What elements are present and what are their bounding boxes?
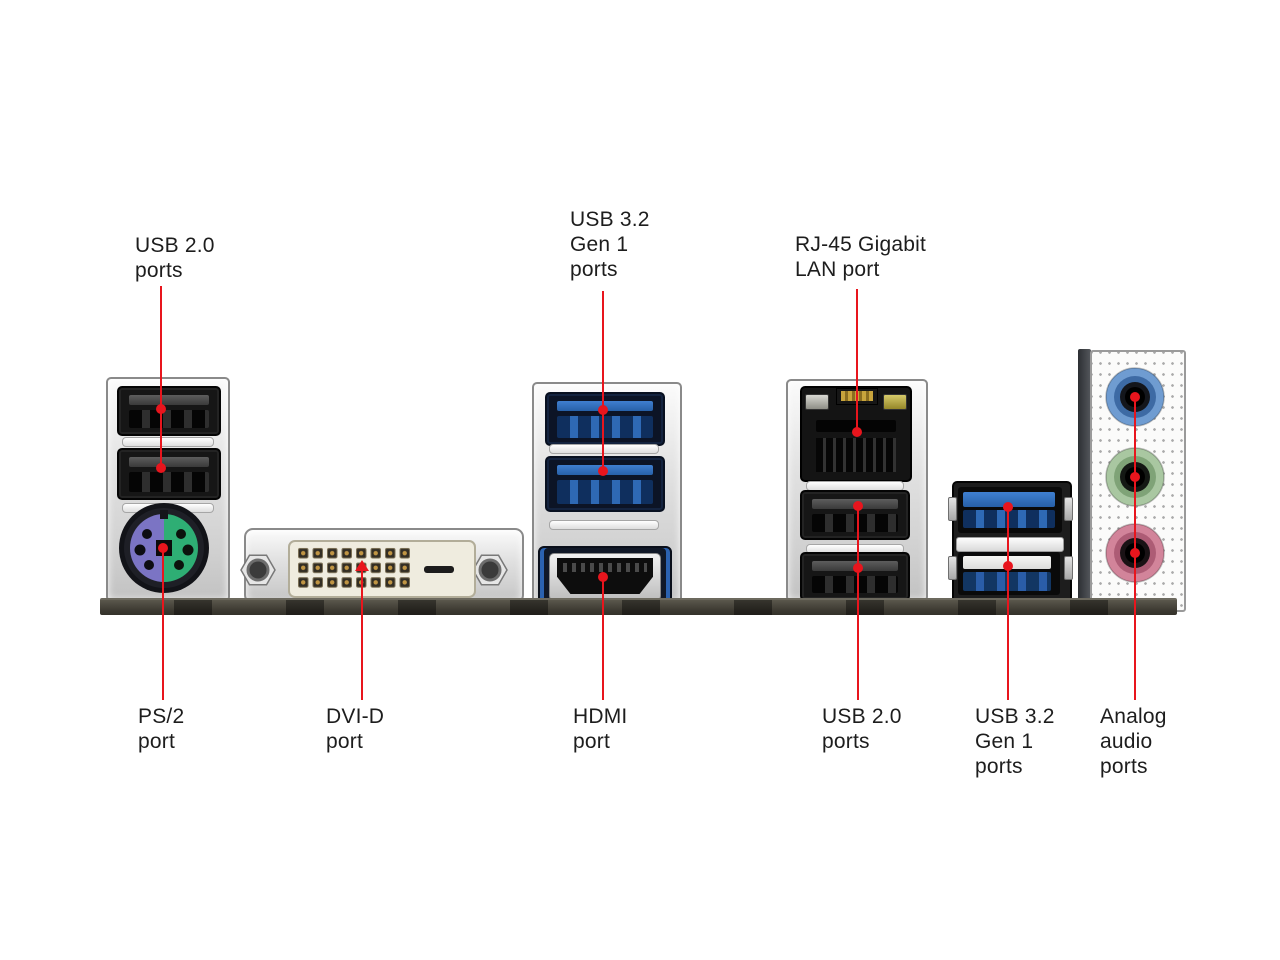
label-usb20-top: USB 2.0 ports [135, 234, 215, 282]
lan-led-right [883, 394, 907, 410]
usb-wells [812, 514, 898, 532]
bracket-groove [549, 520, 659, 530]
leader-usb20-bottom [857, 506, 859, 700]
shell-clip [948, 497, 957, 521]
leader-dot [1130, 472, 1140, 482]
bracket-groove [122, 437, 214, 447]
usb-wells [557, 416, 653, 438]
label-usb32-top: USB 3.2 Gen 1 ports [570, 208, 650, 281]
usb3-port [545, 456, 665, 512]
label-usb32-bottom: USB 3.2 Gen 1 ports [975, 705, 1055, 778]
usb-wells [129, 472, 209, 492]
usb-wells [129, 410, 209, 428]
dvi-flat-pin-slot [424, 566, 454, 573]
leader-dot [1130, 548, 1140, 558]
label-ps2: PS/2 port [138, 705, 185, 753]
leader-ps2 [162, 548, 164, 700]
usb-wells [812, 576, 898, 593]
label-dvid: DVI-D port [326, 705, 385, 753]
ps2-mouse-half [164, 514, 198, 582]
leader-arrow [355, 560, 369, 571]
leader-rj45 [856, 289, 858, 433]
usb3-port [545, 392, 665, 446]
usb-tongue [129, 457, 209, 467]
usb-tongue [129, 395, 209, 405]
pcb-edge [100, 598, 1177, 615]
bracket-groove [549, 444, 659, 454]
leader-dot [598, 405, 608, 415]
rj45-teeth [816, 438, 896, 472]
leader-dot [853, 501, 863, 511]
usb-wells [557, 480, 653, 504]
leader-dot [156, 463, 166, 473]
leader-dot [158, 543, 168, 553]
dvi-screw-left [240, 554, 276, 586]
audio-block-side [1078, 349, 1091, 611]
usb2-port [800, 490, 910, 540]
label-hdmi: HDMI port [573, 705, 628, 753]
usb2-port [800, 552, 910, 601]
dvi-screw-right [472, 554, 508, 586]
shell-divider [956, 537, 1064, 552]
usb2-port [117, 448, 221, 500]
leader-usb20-top [160, 286, 162, 468]
leader-dot [598, 466, 608, 476]
label-audio: Analog audio ports [1100, 705, 1167, 778]
leader-dot [1003, 561, 1013, 571]
leader-dot [1130, 392, 1140, 402]
usb-tongue [963, 492, 1055, 507]
dvi-pin-grid [296, 546, 412, 590]
label-rj45: RJ-45 Gigabit LAN port [795, 233, 926, 281]
label-usb20-bottom: USB 2.0 ports [822, 705, 902, 753]
leader-dot [598, 572, 608, 582]
shell-clip [1064, 497, 1073, 521]
leader-hdmi [602, 577, 604, 700]
leader-dot [852, 427, 862, 437]
usb3-port [958, 552, 1060, 595]
leader-dvid [361, 570, 363, 700]
leader-usb32-bottom [1007, 507, 1009, 700]
leader-dot [1003, 502, 1013, 512]
leader-usb32-top [602, 291, 604, 472]
shell-clip [948, 556, 957, 580]
usb2-port [117, 386, 221, 436]
hdmi-pins [563, 563, 647, 572]
shell-clip [1064, 556, 1073, 580]
usb-wells [963, 510, 1055, 528]
leader-dot [156, 404, 166, 414]
lan-led-left [805, 394, 829, 410]
ps2-keyboard-half [130, 514, 164, 582]
leader-dot [853, 563, 863, 573]
